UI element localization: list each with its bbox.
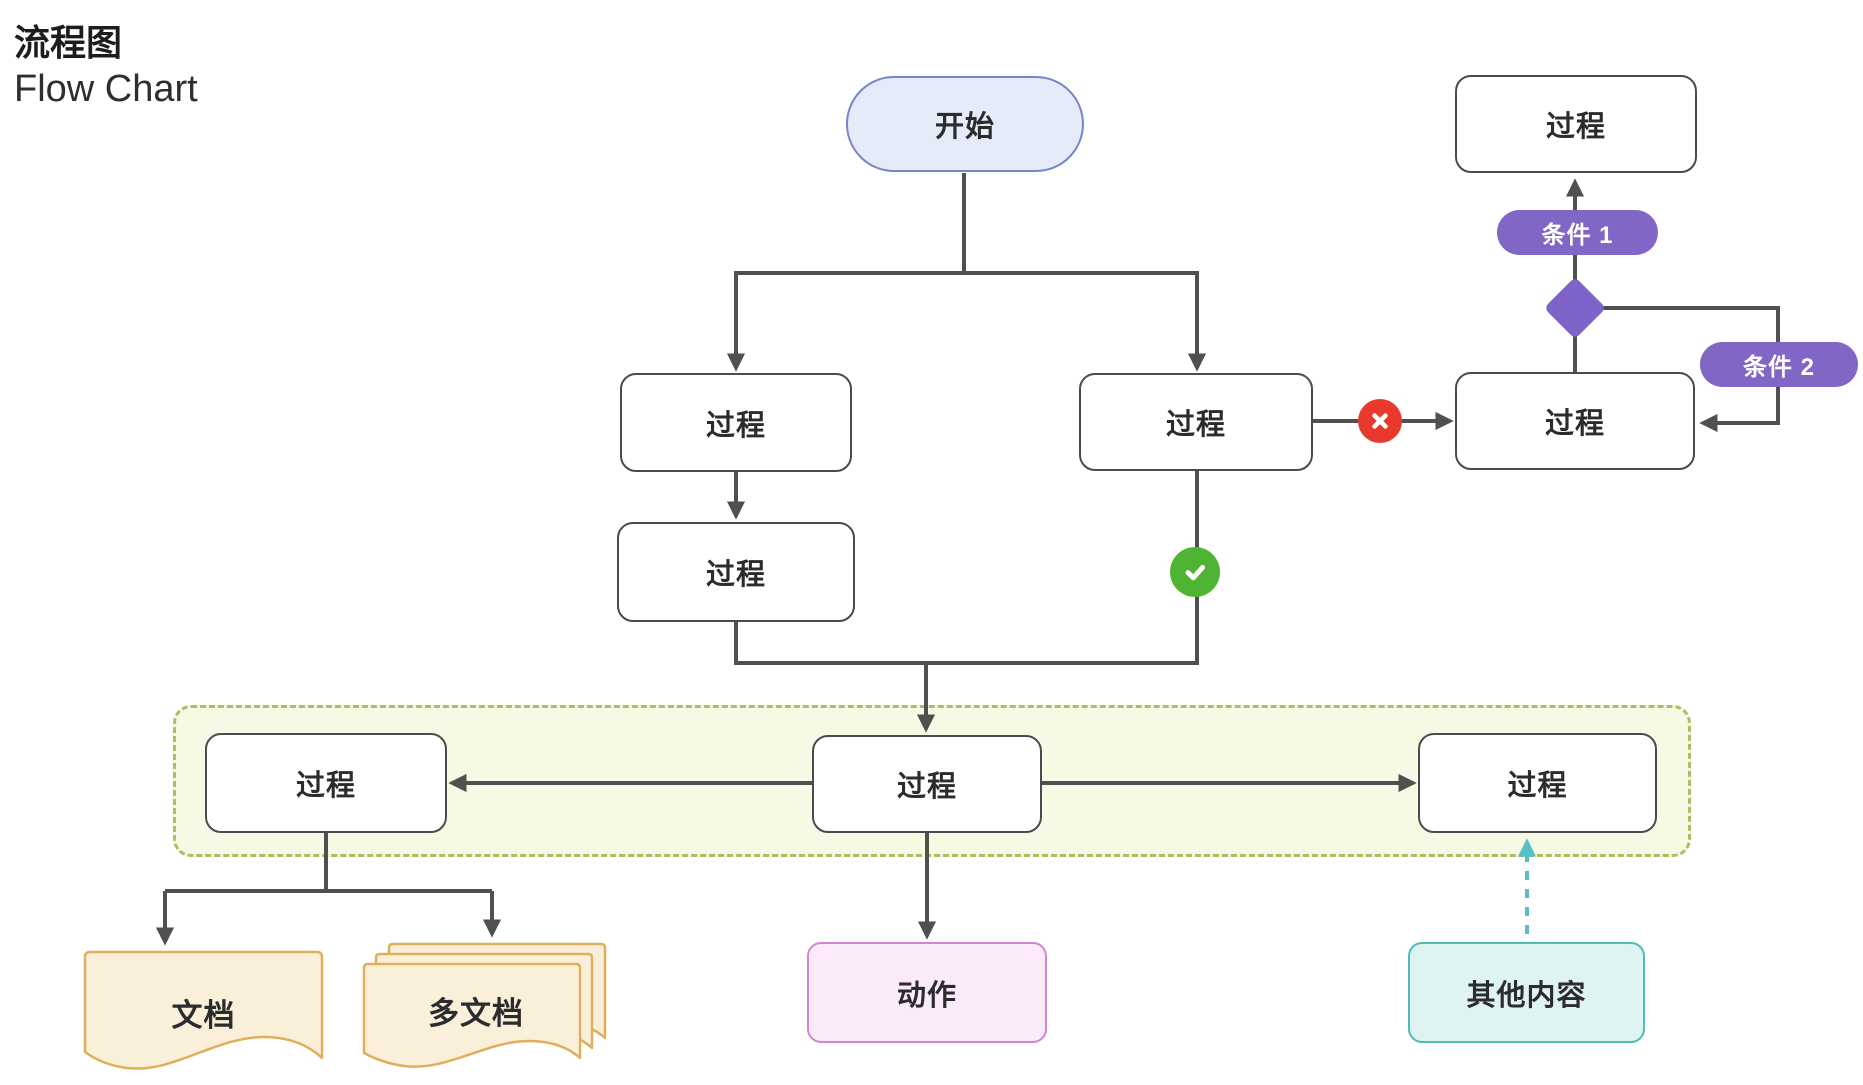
node-process-loop-label: 过程	[1544, 408, 1605, 440]
node-other-content-label: 其他内容	[1466, 979, 1587, 1012]
condition-2-label: 条件 2	[1742, 354, 1815, 381]
node-group-process-right: 过程	[1418, 733, 1657, 833]
node-group-process-middle: 过程	[812, 735, 1042, 833]
node-start-label: 开始	[934, 111, 995, 143]
node-action: 动作	[807, 942, 1047, 1043]
node-process-loop: 过程	[1455, 372, 1695, 470]
check-mark	[1185, 564, 1206, 581]
node-process-left-2: 过程	[617, 522, 855, 622]
node-process-branch-left: 过程	[620, 373, 852, 472]
multi-document-label: 多文档	[428, 995, 524, 1031]
condition-1-label: 条件 1	[1541, 222, 1614, 249]
node-other-content: 其他内容	[1408, 942, 1645, 1043]
node-process-branch-right: 过程	[1079, 373, 1313, 471]
node-group-process-middle-label: 过程	[896, 771, 957, 803]
edge-branch-left	[726, 271, 964, 372]
condition-2-pill: 条件 2	[1700, 342, 1858, 387]
node-process-top-right-label: 过程	[1545, 111, 1606, 143]
node-action-label: 动作	[896, 979, 957, 1012]
node-process-branch-left-label: 过程	[705, 409, 766, 442]
node-process-top-right: 过程	[1455, 75, 1697, 173]
check-circle-icon	[1170, 547, 1220, 597]
node-process-branch-right-label: 过程	[1165, 409, 1226, 441]
edge-merge-left	[734, 622, 926, 665]
page-subtitle: Flow Chart	[14, 68, 198, 110]
node-group-process-left: 过程	[205, 733, 447, 833]
condition-1-pill: 条件 1	[1497, 210, 1658, 255]
node-start: 开始	[846, 76, 1084, 172]
page-title: 流程图	[14, 22, 123, 63]
x-mark	[1372, 413, 1388, 429]
node-group-process-left-label: 过程	[295, 770, 356, 802]
multi-document-shape	[362, 942, 607, 1068]
document-shape	[83, 950, 324, 1070]
document-label: 文档	[171, 997, 236, 1033]
node-process-left-2-label: 过程	[705, 559, 766, 591]
x-circle-icon	[1358, 399, 1402, 443]
edge-branch-right	[964, 271, 1207, 372]
node-group-process-right-label: 过程	[1507, 770, 1568, 802]
edge-merge-right	[926, 471, 1199, 665]
